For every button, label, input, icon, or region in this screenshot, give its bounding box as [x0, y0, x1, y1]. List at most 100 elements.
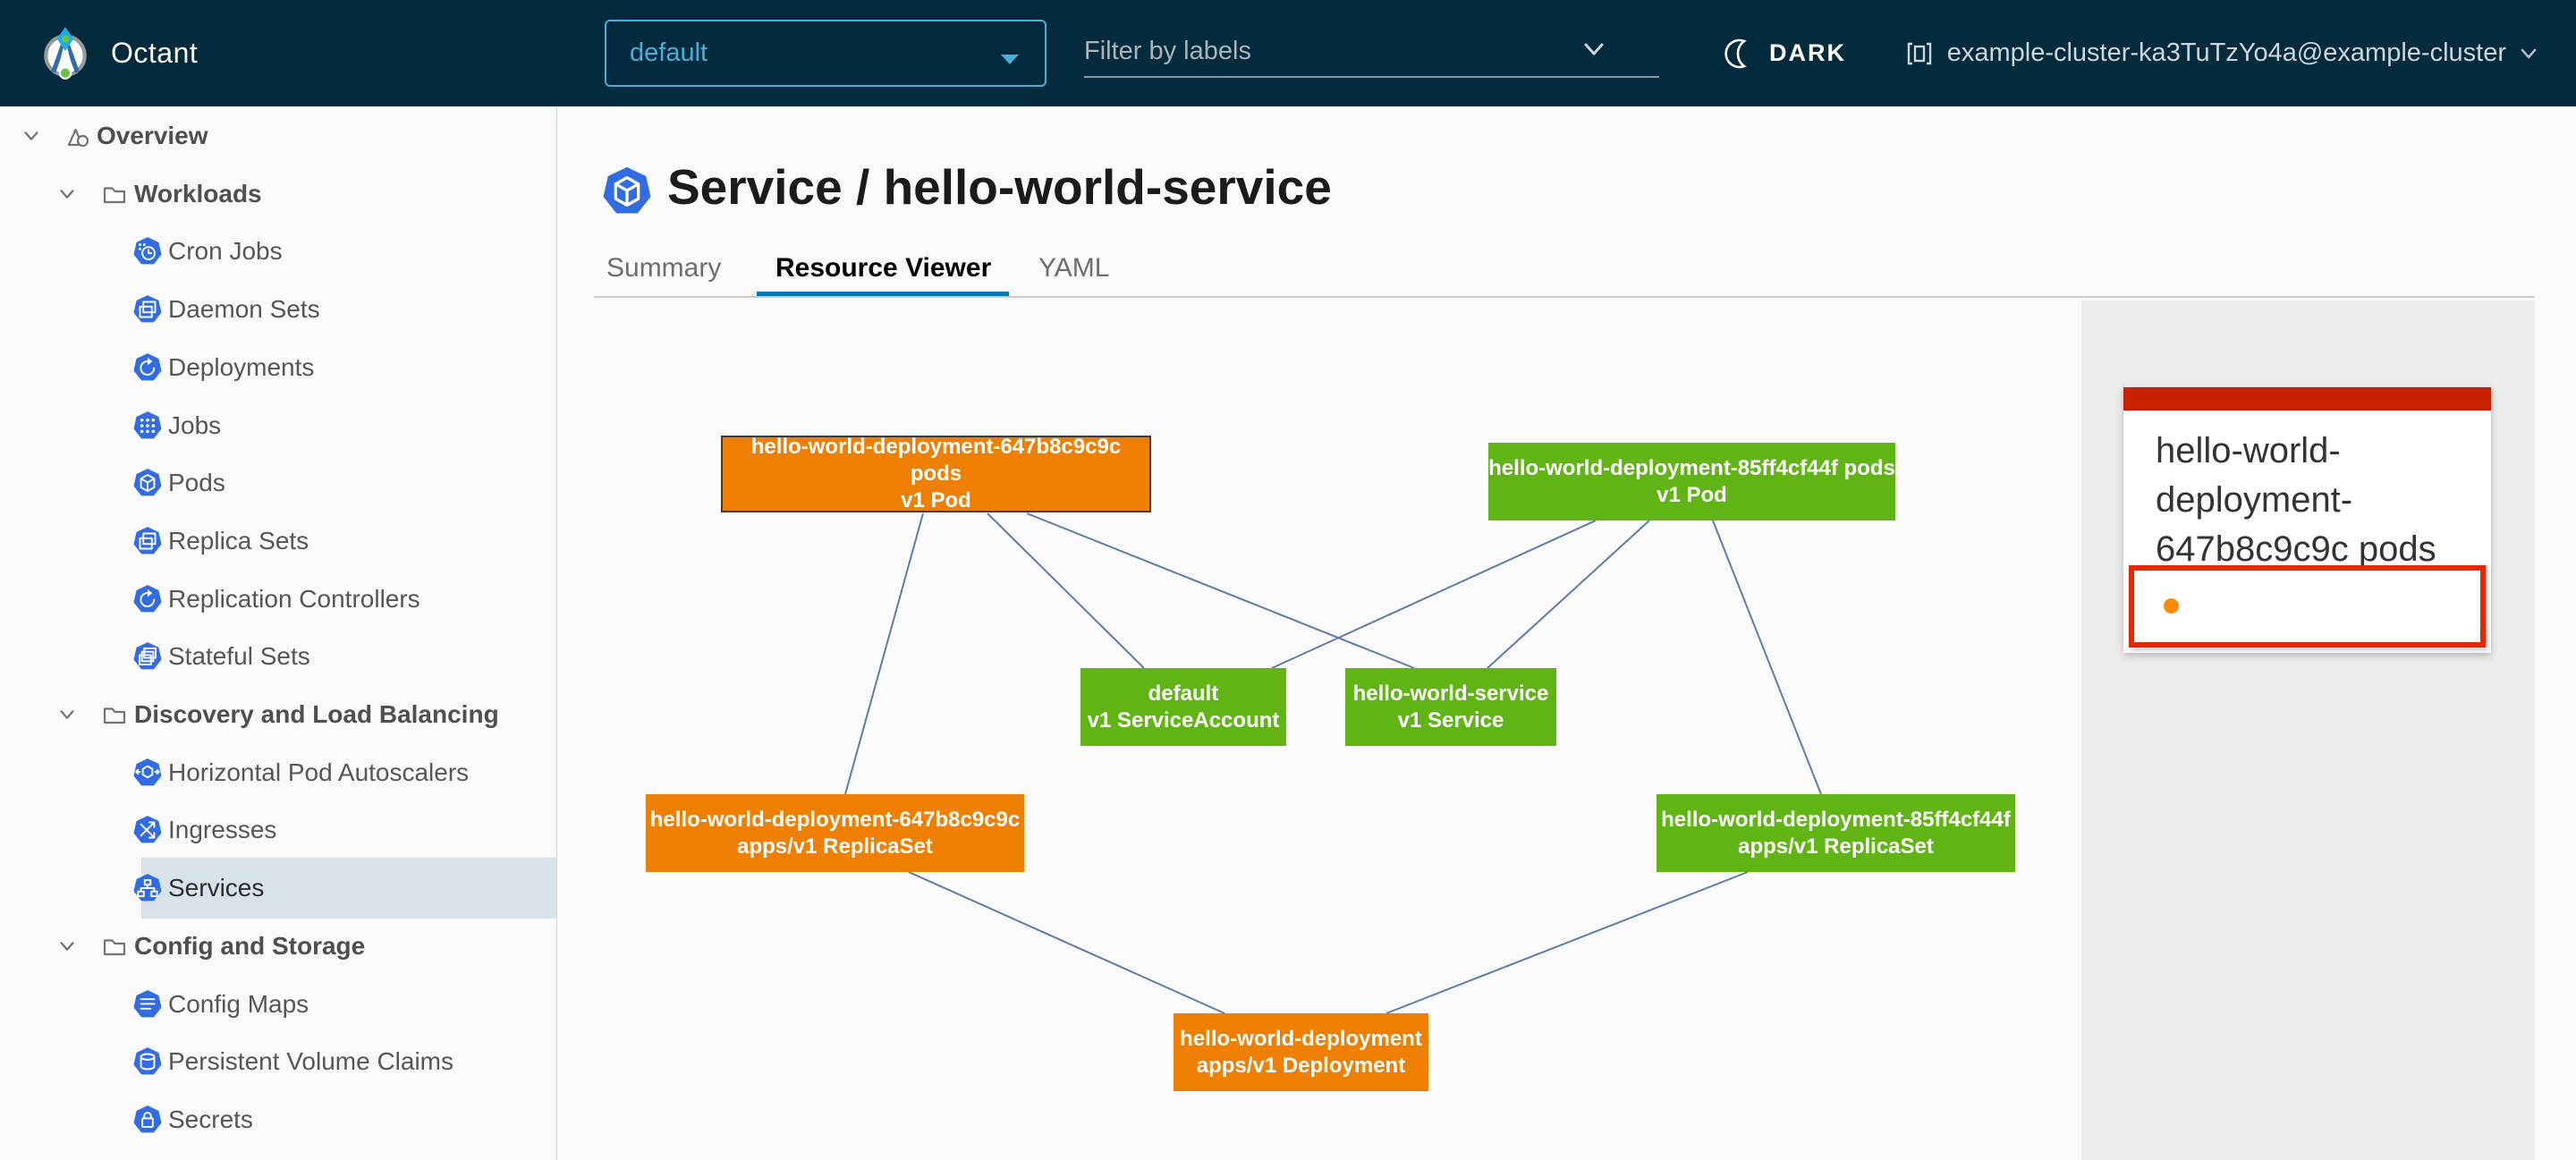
sidebar-item-label: Persistent Volume Claims	[168, 1047, 454, 1075]
node-name: hello-world-service	[1352, 681, 1549, 706]
selected-resource-card: hello-world-deployment-647b8c9c9c pods	[2123, 387, 2491, 653]
sidebar-item-overview[interactable]: Overview	[0, 107, 556, 165]
node-kind: v1 ServiceAccount	[1087, 707, 1280, 732]
objects-icon	[63, 121, 93, 151]
sidebar-item-label: Pods	[168, 469, 225, 496]
jobs-icon	[132, 411, 163, 441]
configmaps-icon	[132, 989, 163, 1020]
chevron-down-icon[interactable]	[1580, 39, 1607, 59]
sidebar-item-daemon-sets[interactable]: Daemon Sets	[0, 281, 556, 338]
namespace-value: default	[630, 38, 708, 67]
chevron-down-icon[interactable]	[55, 182, 79, 206]
sidebar-item-label: Stateful Sets	[168, 642, 310, 670]
graph-edge	[1026, 512, 1415, 669]
sidebar-item-label: Deployments	[168, 353, 315, 381]
node-kind: apps/v1 ReplicaSet	[737, 834, 933, 859]
sidebar-item-replica-sets[interactable]: Replica Sets	[0, 512, 556, 570]
chevron-down-icon[interactable]	[55, 703, 79, 726]
sidebar-item-config-and-storage[interactable]: Config and Storage	[0, 918, 556, 975]
page-title: Service / hello-world-service	[667, 159, 1332, 215]
graph-edge	[1712, 520, 1822, 795]
sidebar-item-workloads[interactable]: Workloads	[0, 165, 556, 223]
sidebar-item-label: Config Maps	[168, 990, 309, 1018]
label-filter-input[interactable]	[1084, 27, 1603, 76]
moon-icon	[1724, 38, 1747, 68]
graph-edge	[844, 512, 924, 795]
graph-edge	[1385, 871, 1749, 1014]
detail-panel: hello-world-deployment-647b8c9c9c pods	[2081, 301, 2535, 1160]
octant-logo	[44, 27, 87, 80]
node-kind: v1 Pod	[1657, 482, 1727, 507]
pvc-icon	[132, 1046, 163, 1077]
node-kind: apps/v1 Deployment	[1196, 1053, 1406, 1078]
app-title: Octant	[111, 37, 199, 69]
sidebar-item-horizontal-pod-autoscalers[interactable]: Horizontal Pod Autoscalers	[0, 744, 556, 801]
sidebar-item-persistent-volume-claims[interactable]: Persistent Volume Claims	[0, 1033, 556, 1090]
node-name: hello-world-deployment-85ff4cf44f pods	[1488, 455, 1895, 480]
graph-edge	[987, 512, 1145, 669]
sidebar-item-label: Daemon Sets	[168, 295, 320, 323]
sidebar-item-label: Workloads	[134, 180, 262, 207]
sidebar-item-label: Ingresses	[168, 816, 277, 843]
statefulsets-icon	[132, 641, 163, 672]
sidebar-item-secrets[interactable]: Secrets	[0, 1091, 556, 1148]
sidebar-item-discovery-and-load-balancing[interactable]: Discovery and Load Balancing	[0, 686, 556, 743]
label-filter	[1084, 27, 1659, 78]
ingresses-icon	[132, 815, 163, 845]
chevron-down-icon[interactable]	[20, 124, 43, 148]
graph-edge	[1271, 520, 1597, 669]
sidebar-item-label: Cron Jobs	[168, 237, 283, 265]
node-name: hello-world-deployment-85ff4cf44f	[1661, 807, 2011, 832]
node-kind: v1 Pod	[901, 488, 971, 512]
node-kind: apps/v1 ReplicaSet	[1738, 834, 1934, 859]
sidebar-item-pods[interactable]: Pods	[0, 454, 556, 512]
graph-edge	[1487, 520, 1650, 669]
sidebar-item-config-maps[interactable]: Config Maps	[0, 976, 556, 1033]
namespace-dropdown[interactable]: default	[605, 20, 1046, 87]
sidebar-item-cron-jobs[interactable]: Cron Jobs	[0, 223, 556, 280]
sidebar-item-label: Config and Storage	[134, 932, 366, 960]
theme-toggle[interactable]: DARK	[1724, 0, 1846, 106]
pod-status-dot[interactable]	[2164, 598, 2179, 614]
cluster-context[interactable]: example-cluster-ka3TuTzYo4a@example-clus…	[1904, 0, 2538, 106]
services-icon	[132, 873, 163, 903]
daemonsets-icon	[132, 294, 163, 325]
sidebar-item-replication-controllers[interactable]: Replication Controllers	[0, 571, 556, 628]
sidebar-item-stateful-sets[interactable]: Stateful Sets	[0, 628, 556, 685]
deployments-icon	[132, 352, 163, 383]
sidebar-item-ingresses[interactable]: Ingresses	[0, 801, 556, 859]
cronjobs-icon	[132, 236, 163, 267]
sidebar-item-label: Jobs	[168, 411, 222, 439]
graph-edges	[844, 512, 1822, 1014]
sidebar-item-deployments[interactable]: Deployments	[0, 339, 556, 396]
sidebar-item-label: Discovery and Load Balancing	[134, 700, 499, 728]
card-status-bar	[2123, 387, 2491, 411]
pods-icon	[132, 468, 163, 498]
chevron-down-icon[interactable]	[55, 935, 79, 958]
tab-resource-viewer[interactable]: Resource Viewer	[775, 253, 992, 283]
folder-icon	[100, 180, 129, 208]
active-tab-underline	[757, 292, 1009, 297]
sidebar-item-label: Horizontal Pod Autoscalers	[168, 758, 470, 786]
replicasets-icon	[132, 526, 163, 556]
sidebar-item-label: Replication Controllers	[168, 585, 420, 613]
hpa-icon	[132, 758, 163, 788]
tab-yaml[interactable]: YAML	[1038, 253, 1110, 283]
chevron-down-icon	[2521, 48, 2537, 58]
tab-summary[interactable]: Summary	[606, 253, 722, 283]
sidebar-item-services[interactable]: Services	[0, 858, 556, 919]
replicationcontrollers-icon	[132, 584, 163, 614]
sidebar-item-jobs[interactable]: Jobs	[0, 397, 556, 454]
node-name: hello-world-deployment-647b8c9c9c	[649, 807, 1021, 832]
graph-edge	[908, 871, 1225, 1014]
card-pod-selection-box[interactable]	[2129, 565, 2486, 648]
